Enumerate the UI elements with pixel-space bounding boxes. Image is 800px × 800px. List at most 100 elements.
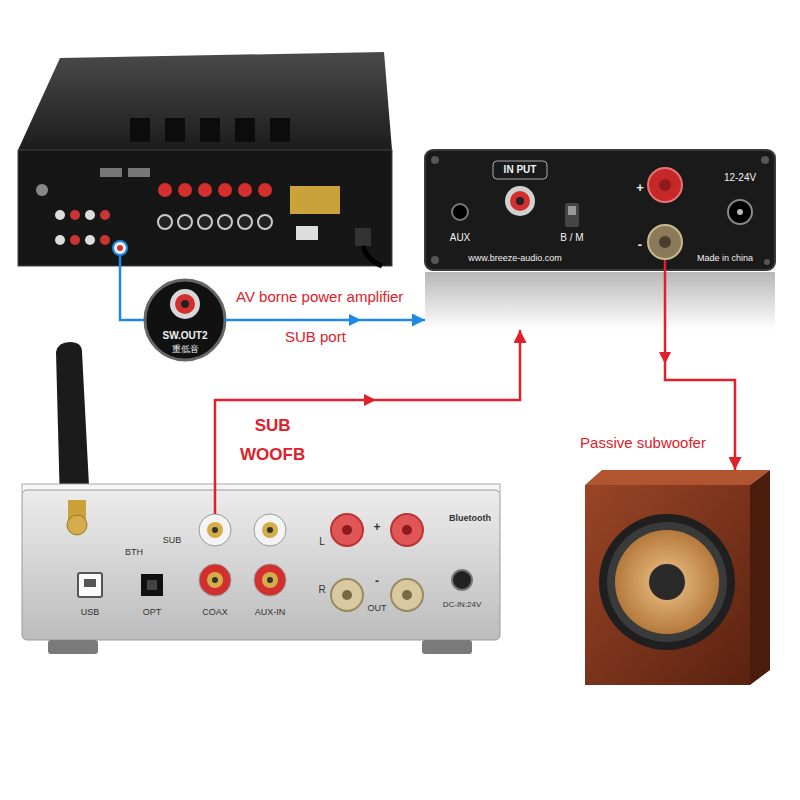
polarity-mark: +: [373, 521, 380, 535]
rca-jack: [199, 564, 231, 596]
binding-post: [648, 168, 682, 202]
rear-panel: [18, 150, 392, 266]
screw: [764, 259, 770, 265]
switch-name: B / M: [560, 232, 583, 244]
port-name: USB: [81, 607, 100, 617]
hdmi-port: [100, 168, 122, 177]
screw: [761, 156, 769, 164]
usb-port: [78, 573, 102, 597]
hdmi-port: [128, 168, 150, 177]
rca-jack: [70, 210, 80, 220]
warning-sticker: [290, 186, 340, 214]
panel-reflection: [425, 272, 775, 330]
signal-wire: [120, 256, 145, 320]
port-name: SUB port: [285, 328, 346, 345]
vent-slot: [270, 118, 290, 142]
front-panel: [425, 150, 775, 270]
binding-post: [342, 590, 352, 600]
speaker-wire: [664, 260, 667, 330]
dc-jack: [728, 200, 752, 224]
mode-switch: [565, 203, 579, 227]
binding-post: [402, 590, 412, 600]
spec-sticker: [296, 226, 318, 240]
rca-jack: [175, 294, 195, 314]
signal-connector: [225, 319, 425, 322]
usb-port: [84, 579, 96, 587]
vent-slot: [165, 118, 185, 142]
speaker-terminal: [178, 183, 192, 197]
screw: [431, 156, 439, 164]
binding-post: [331, 579, 363, 611]
port-name: OPT: [143, 607, 162, 617]
port-name: COAX: [202, 607, 228, 617]
polarity-mark: +: [636, 181, 644, 196]
speaker-terminal: [258, 215, 272, 229]
binding-post: [331, 514, 363, 546]
passive-subwoofer: [585, 470, 770, 685]
power-rating: 12-24V: [724, 172, 756, 184]
binding-post: [391, 579, 423, 611]
speaker-terminal: [178, 215, 192, 229]
binding-post: [648, 225, 682, 259]
rca-jack: [510, 191, 530, 211]
foot: [48, 640, 98, 654]
port-name: AUX: [450, 232, 471, 244]
foot: [422, 640, 472, 654]
antenna-jack: [36, 184, 48, 196]
dc-jack: [452, 570, 472, 590]
port-name: SW.OUT2: [162, 330, 207, 342]
vent-slot: [130, 118, 150, 142]
rca-jack: [70, 235, 80, 245]
polarity-mark: -: [638, 238, 642, 253]
port-name: SUB WOOFB: [240, 412, 305, 470]
bluetooth-amplifier: BluetoothBTHSUBLRUSBOPTCOAXAUX-IN+-OUTDC…: [22, 490, 500, 640]
aux-jack: [452, 204, 468, 220]
dust-cap: [649, 564, 685, 600]
port-name: BTH: [125, 547, 143, 557]
passive-subwoofer: Passive subwoofer: [585, 470, 770, 685]
antenna-connector: [67, 515, 87, 535]
speaker-terminal: [258, 183, 272, 197]
mode-switch: [568, 206, 576, 215]
speaker-terminal: [218, 215, 232, 229]
port-name: SUB: [163, 535, 182, 545]
label-frame: [493, 161, 547, 179]
speaker-terminal: [198, 215, 212, 229]
binding-post: [391, 514, 423, 546]
bluetooth-amplifier: [22, 342, 500, 654]
amplifier-top: [18, 52, 392, 150]
speaker-frame: [599, 514, 735, 650]
jack-callout: [145, 280, 225, 360]
polarity-mark: -: [375, 575, 379, 589]
screw: [431, 256, 439, 264]
rca-jack: [262, 572, 278, 588]
rca-jack: [505, 186, 535, 216]
port-name: OUT: [368, 603, 387, 613]
rca-jack: [267, 527, 273, 533]
rca-jack: [85, 235, 95, 245]
rca-jack: [100, 210, 110, 220]
origin-mark: Made in china: [697, 253, 753, 263]
rca-jack: [100, 235, 110, 245]
callout-circle: [145, 280, 225, 360]
speaker-terminal: [158, 215, 172, 229]
cabinet-top: [585, 470, 770, 485]
sub-out-jack: [117, 245, 123, 251]
av-amplifier: [18, 52, 392, 266]
rca-jack: [516, 197, 524, 205]
speaker-terminal: [198, 183, 212, 197]
port-name: AUX-IN: [255, 607, 286, 617]
power-socket: [355, 228, 371, 246]
channel-name: R: [318, 584, 325, 596]
speaker-surround: [607, 522, 727, 642]
power-cord: [363, 246, 382, 266]
speaker-cone: [615, 530, 719, 634]
port-name: 重低音: [172, 344, 199, 354]
cabinet-front: [585, 485, 750, 685]
vent-slot: [235, 118, 255, 142]
rca-jack: [212, 577, 218, 583]
rca-jack: [212, 527, 218, 533]
rear-panel: [22, 490, 500, 640]
optical-port: [147, 580, 157, 590]
